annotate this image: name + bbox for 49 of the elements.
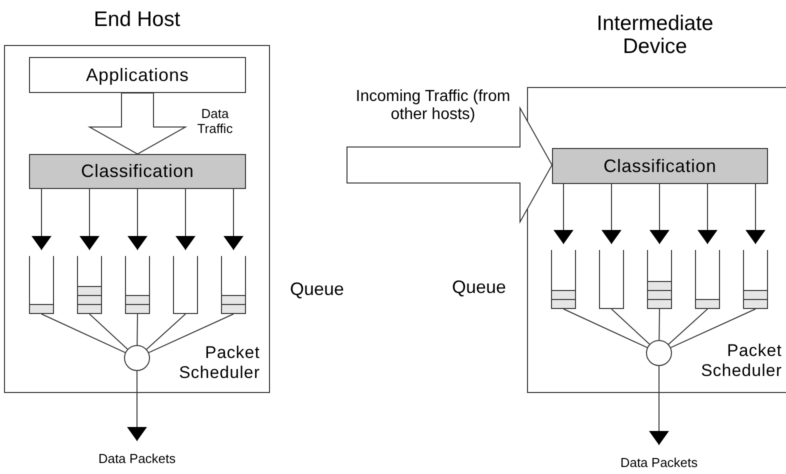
queue-drawing xyxy=(743,250,768,309)
connector-line xyxy=(146,314,186,350)
arrow xyxy=(746,184,766,244)
connector-line xyxy=(136,314,138,346)
scheduler-label: Packet Scheduler xyxy=(178,343,260,383)
edge-label: Data Traffic xyxy=(196,107,234,137)
queue-drawing xyxy=(29,256,54,314)
edge-label: Incoming Traffic (from other hosts) xyxy=(354,88,512,125)
queue-drawing xyxy=(647,250,672,309)
queue-drawing xyxy=(551,250,576,309)
arrow xyxy=(554,184,574,244)
arrow xyxy=(649,366,669,446)
connector-line xyxy=(89,314,128,350)
arrow xyxy=(176,188,196,250)
queue-drawing xyxy=(599,250,624,309)
queue-drawing xyxy=(695,250,720,309)
arrow xyxy=(224,188,244,250)
arrow xyxy=(698,184,718,244)
queue-label: Queue xyxy=(450,276,508,298)
connector-line xyxy=(41,314,126,354)
output-label: Data Packets xyxy=(82,451,192,467)
connector-line xyxy=(148,314,234,354)
queue-drawing xyxy=(125,256,150,314)
arrow xyxy=(650,184,670,244)
panel-title: End Host xyxy=(92,8,182,31)
block-arrow xyxy=(346,106,553,224)
scheduler-circle xyxy=(646,340,672,366)
classifier-box: Classification xyxy=(29,154,246,189)
queue-drawing xyxy=(173,256,198,314)
queue-drawing xyxy=(221,256,246,314)
scheduler-circle xyxy=(124,345,150,371)
arrow xyxy=(127,370,147,442)
classifier-box: Classification xyxy=(552,148,768,184)
arrow xyxy=(32,188,52,250)
block-arrow xyxy=(88,92,188,155)
queue-label: Queue xyxy=(288,278,346,300)
connector-line xyxy=(670,308,756,348)
arrow xyxy=(602,184,622,244)
connector-line xyxy=(611,308,650,345)
connector-line xyxy=(658,308,660,340)
output-label: Data Packets xyxy=(604,455,714,471)
queue-drawing xyxy=(77,256,102,314)
process-box: Applications xyxy=(29,57,246,93)
connector-line xyxy=(563,308,648,348)
arrow xyxy=(128,188,148,250)
arrow xyxy=(80,188,100,250)
panel-title: Intermediate Device xyxy=(596,12,714,58)
scheduler-label: Packet Scheduler xyxy=(700,341,782,381)
connector-line xyxy=(668,308,708,345)
